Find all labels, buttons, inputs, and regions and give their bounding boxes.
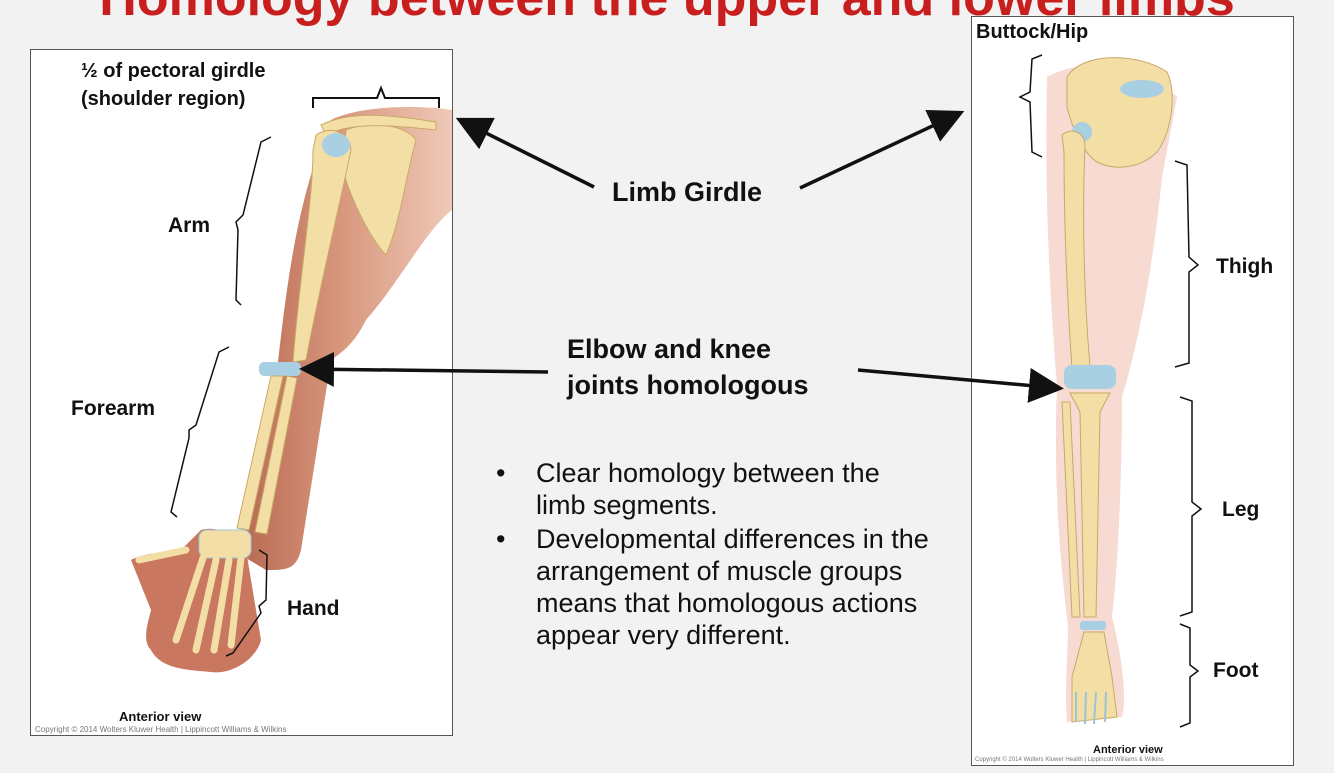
leg-copyright: Copyright © 2014 Wolters Kluwer Health |… [975, 757, 1164, 763]
bullet-list: Clear homology between the limb segments… [490, 457, 930, 653]
girdle-bracket [312, 85, 440, 108]
limb-girdle-label: Limb Girdle [612, 177, 763, 207]
shoulder-region-label: (shoulder region) [81, 88, 246, 110]
pectoral-girdle-label: ½ of pectoral girdle [81, 60, 266, 82]
tibia-bone [1069, 392, 1111, 618]
hand-label: Hand [287, 597, 340, 620]
joints-label-line1: Elbow and knee [567, 334, 772, 364]
leg-illustration-panel: Buttock/Hip Thigh Leg Foot Anterior view… [971, 16, 1294, 766]
bullet-item: Clear homology between the limb segments… [490, 457, 930, 521]
radius-bone [236, 375, 284, 531]
joints-label-line2: joints homologous [567, 370, 809, 400]
elbow-cartilage [259, 362, 301, 376]
forearm-bracket [170, 346, 230, 518]
ankle-cartilage [1080, 621, 1106, 630]
leg-bracket [1179, 396, 1203, 617]
arm-view-caption: Anterior view [119, 709, 202, 724]
buttock-hip-label: Buttock/Hip [976, 21, 1089, 43]
carpal-bones [198, 529, 252, 559]
ulna-bone [254, 375, 298, 535]
foot-bracket [1179, 623, 1200, 728]
forearm-label: Forearm [71, 397, 156, 420]
thigh-bracket [1174, 160, 1200, 368]
leg-illustration [1018, 54, 1203, 728]
arm-illustration [131, 85, 452, 673]
arrow-girdle-left [455, 117, 595, 189]
arrow-girdle-right [799, 110, 965, 190]
shoulder-cartilage [322, 133, 350, 157]
bullet-item: Developmental differences in the arrange… [490, 523, 930, 651]
hip-bracket [1018, 54, 1043, 158]
scapula-bone [342, 124, 417, 256]
arm-copyright: Copyright © 2014 Wolters Kluwer Health |… [35, 725, 287, 734]
arm-bracket [235, 136, 272, 306]
arm-illustration-panel: ½ of pectoral girdle (shoulder region) A… [30, 49, 453, 736]
fibula-bone [1061, 401, 1081, 618]
toe-bones [1075, 691, 1107, 725]
foot-label: Foot [1213, 659, 1259, 682]
leg-label: Leg [1222, 498, 1260, 521]
hand-bracket [225, 549, 268, 657]
knee-cartilage [1064, 365, 1116, 389]
arm-label: Arm [168, 214, 211, 237]
femur-bone [1061, 130, 1091, 370]
thigh-label: Thigh [1216, 255, 1274, 278]
arm-skin [241, 107, 452, 571]
finger-bones [135, 546, 245, 654]
sacrum-cartilage [1120, 80, 1164, 98]
clavicle-bone [320, 114, 437, 136]
leg-view-caption: Anterior view [1093, 744, 1163, 756]
